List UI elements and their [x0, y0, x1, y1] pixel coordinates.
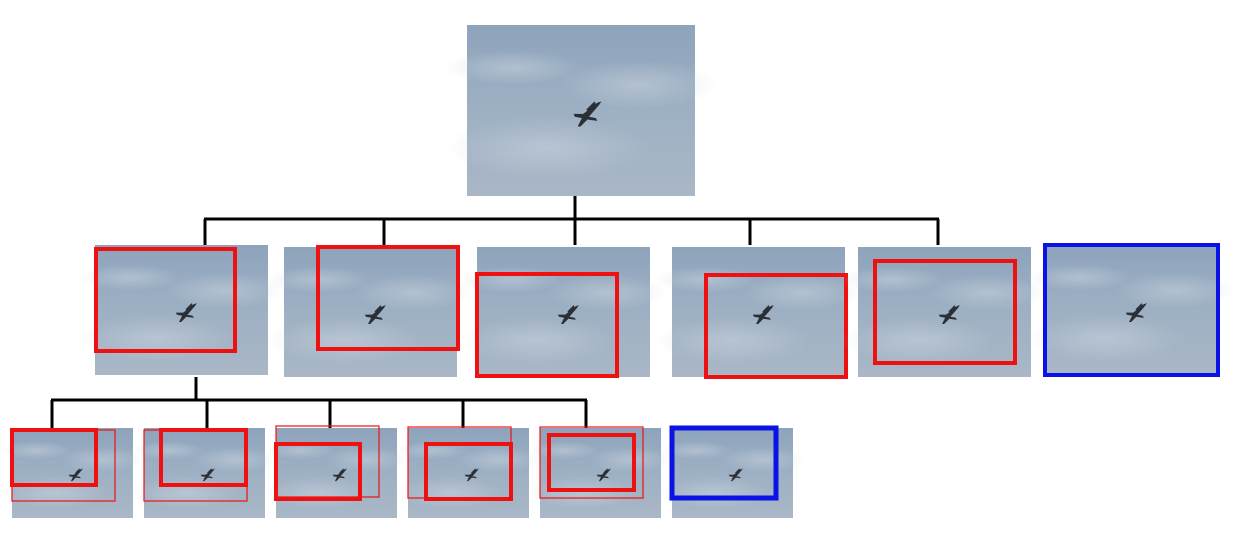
level2-image: [395, 428, 542, 518]
level2-parent-window: [539, 426, 644, 499]
tree-connectors: [50, 196, 940, 428]
level1-image: [840, 247, 1049, 377]
level2-image: [659, 428, 806, 518]
level1-image: [654, 247, 863, 377]
level2-candidate-box: [424, 442, 513, 501]
level1-image: [459, 247, 668, 377]
level2-image: [131, 428, 278, 518]
level1-image: [266, 247, 475, 377]
level1-image: [77, 245, 286, 375]
level1-candidate-box: [316, 245, 460, 351]
level2-candidate-box: [159, 428, 248, 487]
level2-selected-box: [669, 425, 779, 501]
level1-candidate-box: [475, 272, 619, 378]
level1-candidate-box: [873, 259, 1017, 365]
level2-candidate-box: [274, 442, 362, 501]
level1-selected-box: [1043, 243, 1220, 377]
level1-candidate-box: [704, 273, 848, 379]
level2-candidate-box: [547, 433, 636, 492]
level2-image: [263, 428, 410, 518]
level1-candidate-box: [94, 247, 237, 353]
level2-candidate-box: [10, 428, 98, 487]
root-image: [444, 25, 718, 196]
level2-image: [0, 428, 146, 518]
level1-image: [1027, 245, 1235, 375]
level2-image: [527, 428, 674, 518]
